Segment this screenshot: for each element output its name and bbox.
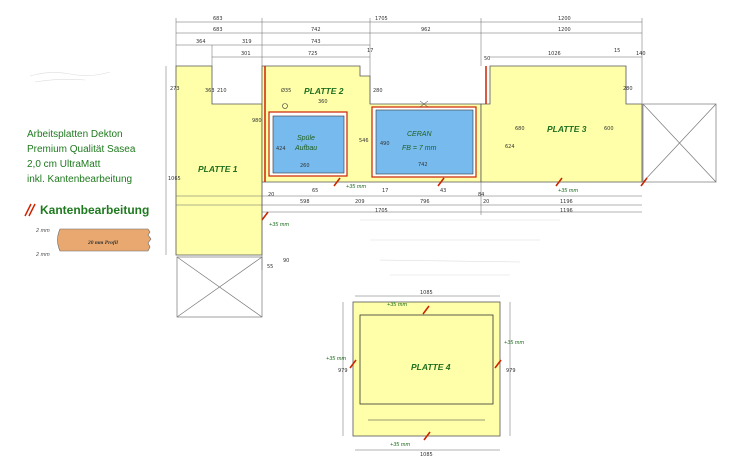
dim-top4-a: 301 [241,51,251,57]
dim-bot-e: 1196 [560,199,573,205]
edge-label-p4-top: +35 mm [387,302,407,308]
cooktop-width-dim: 742 [418,162,428,168]
dim-p2-h1: 980 [252,118,262,124]
dim-top2-d: 1200 [558,27,571,33]
dim-p4-right: 979 [506,368,516,374]
tap-hole-icon [282,103,288,109]
dim-bot-l: 17 [382,188,388,194]
plate-3-label: PLATTE 3 [547,124,587,134]
legend-line-4: inkl. Kantenbearbeitung [27,174,132,185]
dimension-texts: 683 1705 1200 683 742 962 1200 364 319 7… [168,16,646,458]
dim-top4-f: 140 [636,51,646,57]
edge-profile-icon [57,228,152,252]
dim-bot-a: 598 [300,199,310,205]
dim-left4: 210 [217,88,227,94]
edge-label-p4-bottom: +35 mm [390,442,410,448]
dim-top3-c: 743 [311,39,321,45]
dim-top2-b: 742 [311,27,321,33]
dim-p4-left: 979 [338,368,348,374]
sink-cutout: Spüle Aufbau 260 424 Ø35 360 [268,87,348,177]
dim-top1-c: 1200 [558,16,571,22]
dim-top3-b: 319 [242,39,252,45]
dim-left2: 1065 [168,176,181,182]
legend: Arbeitsplatten Dekton Premium Qualität S… [24,129,152,258]
cabinet-box-left [176,256,263,318]
legend-line-1: Arbeitsplatten Dekton [27,129,123,140]
dim-bot-c: 796 [420,199,430,205]
plate-2-label: PLATTE 2 [304,86,344,96]
edge-marks [261,177,648,441]
dim-p2-h3: 280 [373,88,383,94]
dim-p3-h2: 600 [604,126,614,132]
dim-bot-j: 20 [268,192,274,198]
sink-label-line2: Aufbau [294,145,317,152]
dim-p4-bottom: 1085 [420,452,433,458]
edge-label-p4-right: +35 mm [504,340,524,346]
edge-label-p1: +35 mm [269,222,289,228]
profile-bottom: 2 mm [35,252,50,258]
dim-left1: 273 [170,86,180,92]
tap-hole-dia: Ø35 [281,87,291,94]
dim-bot-b: 209 [355,199,365,205]
sink-width-dim: 260 [300,163,310,169]
plate-4-label: PLATTE 4 [411,362,451,372]
legend-line-2: Premium Qualität Sasea [27,144,136,155]
tap-offset-dim: 360 [318,99,328,105]
dim-top3-a: 364 [196,39,206,45]
legend-line-3: 2,0 cm UltraMatt [27,159,101,170]
dim-bot-h: 84 [478,192,484,198]
dim-left3: 363 [205,88,215,94]
plate-1: PLATTE 1 [175,65,263,256]
dim-bot-g: 1196 [560,208,573,214]
dim-p3-h3: 624 [505,144,515,150]
plate-4: PLATTE 4 [352,301,501,437]
dimension-lines [165,18,643,451]
dim-top4-d: 1026 [548,51,561,57]
dim-p1-small1: 55 [267,264,273,270]
sink-depth-dim: 424 [276,146,286,152]
edge-label-p2: +35 mm [346,184,366,190]
dim-top2-c: 962 [421,27,431,33]
dim-top4-c: 17 [367,48,373,54]
dim-p3-h1: 680 [515,126,525,132]
edge-label-p3: +35 mm [558,188,578,194]
dim-top4-b: 725 [308,51,318,57]
edge-mark-icon [24,203,32,217]
sink-label-line1: Spüle [297,135,315,142]
dim-bot-k: 65 [312,188,318,194]
edge-plus35-labels: +35 mm +35 mm +35 mm +35 mm +35 mm +35 m… [269,184,578,448]
legend-edge-title: Kantenbearbeitung [40,203,149,217]
plate-1-label: PLATTE 1 [198,164,238,174]
cooktop-depth-dim: 490 [380,141,390,147]
cooktop-label-line2: FB = 7 mm [402,145,437,152]
edge-label-p4-left: +35 mm [326,356,346,362]
profile-top: 2 mm [35,228,50,234]
dim-top4-e: 15 [614,48,620,54]
cooktop-label-line1: CERAN [407,131,432,138]
dim-top4-g: 50 [484,56,490,62]
dim-p3-h4: 280 [623,86,633,92]
dim-top1-a: 683 [213,16,223,22]
dim-p4-top: 1085 [420,290,433,296]
plate-3: PLATTE 3 [480,65,643,183]
dim-p2-h2: 546 [359,138,369,144]
dim-bot-f: 1705 [375,208,388,214]
cooktop-cutout: CERAN FB = 7 mm 742 490 [371,100,477,178]
profile-label: 20 mm Profil [87,240,118,246]
dim-bot-d: 20 [483,199,489,205]
dim-top2-a: 683 [213,27,223,33]
dim-bot-i: 43 [440,188,446,194]
background-sketch [29,71,560,276]
dim-p1-small2: 90 [283,258,289,264]
dim-top1-b: 1705 [375,16,388,22]
cabinet-box-right [642,103,717,183]
